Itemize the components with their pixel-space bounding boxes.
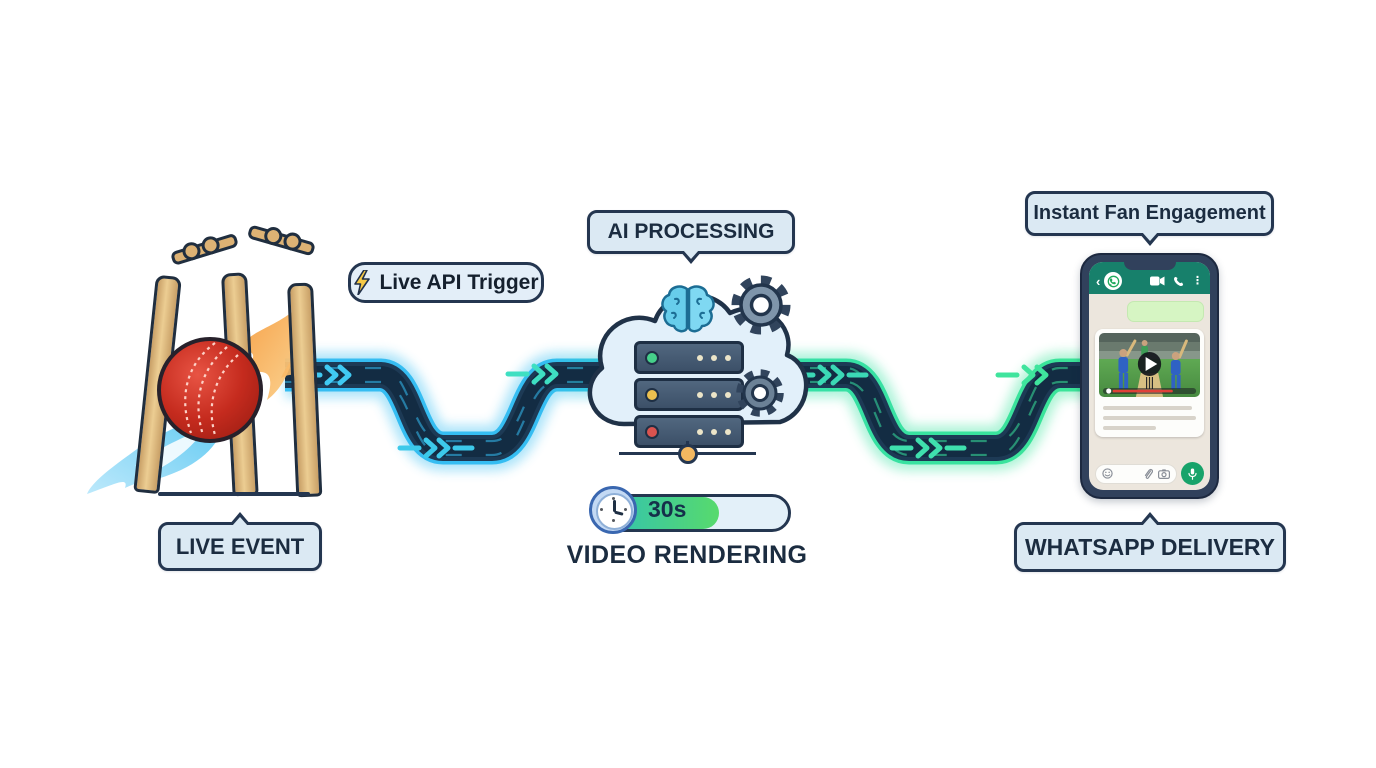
api-trigger-badge: Live API Trigger	[348, 262, 544, 303]
play-button-icon	[1137, 352, 1162, 376]
video-message-card	[1095, 329, 1204, 437]
stage-label-whatsapp-delivery: WHATSAPP DELIVERY	[1014, 522, 1286, 572]
cricket-ball	[157, 337, 263, 443]
ai-processing-text: AI PROCESSING	[607, 220, 775, 243]
video-call-icon	[1150, 276, 1165, 286]
stage-label-live-event: LIVE EVENT	[158, 522, 322, 571]
network-node-icon	[678, 444, 698, 464]
fan-engagement-bubble: Instant Fan Engagement	[1025, 191, 1274, 236]
message-input	[1095, 463, 1177, 484]
server-row	[634, 378, 744, 411]
phone-mockup: ‹ ⋮	[1080, 253, 1219, 499]
api-trigger-text: Live API Trigger	[379, 270, 539, 294]
live-event-text: LIVE EVENT	[175, 533, 305, 559]
status-light-green	[645, 350, 659, 365]
status-light-red	[645, 424, 659, 439]
menu-dots-icon: ⋮	[1192, 274, 1203, 287]
whatsapp-logo-icon	[1104, 272, 1123, 290]
caption-line	[1103, 406, 1192, 410]
server-rack-icon	[634, 341, 744, 452]
whatsapp-delivery-text: WHATSAPP DELIVERY	[1024, 533, 1276, 560]
mic-button	[1181, 462, 1204, 485]
incoming-message-bubble	[1127, 301, 1204, 322]
whatsapp-screen: ‹ ⋮	[1089, 262, 1210, 490]
chat-input-row	[1095, 462, 1204, 485]
lightning-bolt-icon	[354, 270, 371, 295]
emoji-icon	[1102, 468, 1113, 479]
caption-line	[1103, 426, 1156, 430]
paperclip-icon	[1144, 468, 1153, 479]
mic-icon	[1188, 468, 1197, 480]
brain-icon	[661, 285, 715, 333]
back-arrow-icon: ‹	[1096, 273, 1101, 289]
chat-area	[1089, 294, 1210, 490]
stage-label-ai-processing: AI PROCESSING	[587, 210, 795, 254]
video-rendering-title: VIDEO RENDERING	[566, 541, 808, 569]
caption-line	[1103, 416, 1196, 420]
voice-call-icon	[1174, 276, 1184, 286]
clock-icon	[589, 486, 637, 534]
server-row	[634, 415, 744, 448]
render-duration: 30s	[648, 496, 687, 522]
phone-notch	[1123, 260, 1176, 270]
cricket-video-thumbnail	[1099, 333, 1200, 397]
status-light-yellow	[645, 387, 659, 402]
fan-engagement-text: Instant Fan Engagement	[1033, 202, 1266, 224]
server-row	[634, 341, 744, 374]
ground-line	[158, 492, 310, 496]
gear-small-icon	[736, 369, 784, 417]
flow-chevron-arrows	[298, 363, 1049, 459]
camera-icon	[1158, 468, 1170, 479]
gear-icon	[731, 275, 791, 335]
